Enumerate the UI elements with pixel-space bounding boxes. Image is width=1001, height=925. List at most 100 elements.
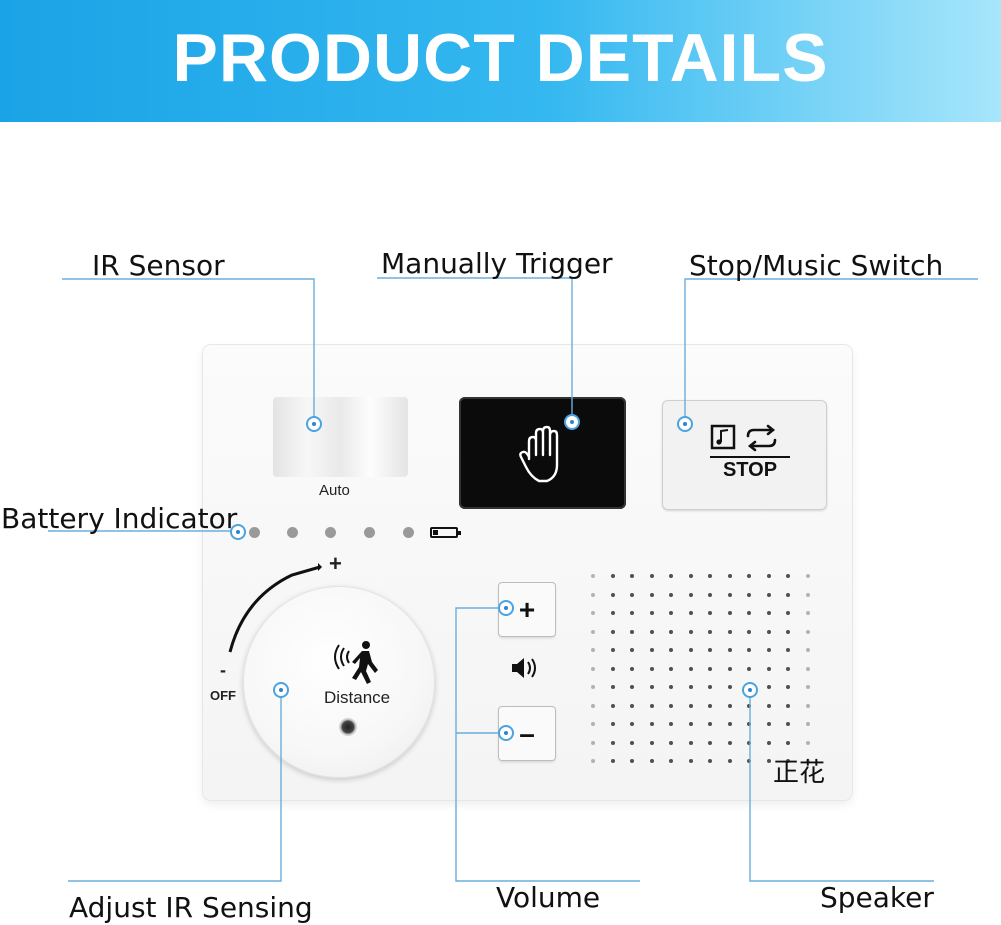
speaker-hole (708, 648, 712, 652)
speaker-hole (688, 611, 693, 615)
speaker-hole (630, 592, 634, 597)
speaker-hole (766, 611, 771, 615)
speaker-hole (591, 740, 595, 745)
speaker-hole (747, 574, 751, 578)
callout-battery-indicator: Battery Indicator (1, 502, 238, 535)
speaker-hole (708, 722, 712, 726)
volume-up-marker (500, 602, 512, 614)
speaker-hole (630, 574, 634, 578)
speaker-hole (727, 574, 732, 578)
speaker-hole (727, 592, 732, 597)
ir-sensor-marker (308, 418, 320, 430)
speaker-hole (630, 740, 634, 745)
speaker-hole (688, 648, 693, 652)
callout-adjust-ir-sensing: Adjust IR Sensing (69, 891, 313, 924)
manual-trigger-button[interactable] (459, 397, 626, 509)
speaker-hole (591, 629, 595, 634)
speaker-hole (591, 574, 595, 578)
speaker-hole (747, 740, 751, 745)
speaker-hole (708, 740, 712, 745)
speaker-hole (786, 574, 790, 578)
speaker-hole (708, 685, 712, 689)
speaker-hole (708, 666, 712, 671)
distance-label: Distance (324, 688, 391, 707)
callout-volume: Volume (496, 881, 601, 914)
speaker-hole (727, 759, 732, 763)
speaker-hole (649, 703, 654, 708)
speaker-hole (786, 629, 790, 634)
brand-mark: 正花 (773, 758, 826, 788)
speaker-hole (727, 685, 732, 689)
speaker-hole (786, 722, 790, 726)
ir-sensor-window (273, 397, 408, 477)
speaker-hole (669, 611, 673, 615)
battery-led (403, 527, 414, 538)
battery-led (287, 527, 298, 538)
speaker-hole (786, 611, 790, 615)
speaker-hole (669, 722, 673, 726)
speaker-hole (727, 629, 732, 634)
speaker-hole (708, 611, 712, 615)
speaker-hole (669, 648, 673, 652)
speaker-hole (610, 592, 615, 597)
speaker-hole (630, 759, 634, 763)
speaker-hole (649, 592, 654, 597)
speaker-hole (610, 629, 615, 634)
speaker-hole (610, 740, 615, 745)
speaker-hole (649, 759, 654, 763)
speaker-hole (727, 722, 732, 726)
speaker-hole (591, 685, 595, 689)
speaker-hole (591, 592, 595, 597)
manual-trigger-marker (566, 416, 578, 428)
speaker-hole (688, 759, 693, 763)
speaker-hole (649, 629, 654, 634)
speaker-hole (610, 703, 615, 708)
speaker-hole (630, 703, 634, 708)
battery-led (364, 527, 375, 538)
speaker-hole (786, 740, 790, 745)
callout-ir-sensor: IR Sensor (92, 249, 225, 282)
speaker-hole (766, 759, 771, 763)
speaker-hole (747, 722, 751, 726)
off-label: OFF (210, 688, 236, 703)
hand-icon (519, 425, 559, 483)
auto-label: Auto (319, 482, 350, 499)
stop-label: STOP (710, 456, 790, 482)
speaker-hole (766, 574, 771, 578)
speaker-hole (688, 685, 693, 689)
speaker-hole (591, 722, 595, 726)
stop-music-switch[interactable] (662, 400, 827, 510)
speaker-hole (747, 759, 751, 763)
speaker-hole (630, 666, 634, 671)
speaker-hole (708, 759, 712, 763)
speaker-hole (669, 592, 673, 597)
speaker-hole (688, 703, 693, 708)
speaker-hole (747, 648, 751, 652)
speaker-hole (766, 722, 771, 726)
speaker-hole (805, 685, 810, 689)
speaker-hole (766, 648, 771, 652)
speaker-hole (630, 611, 634, 615)
speaker-hole (591, 648, 595, 652)
speaker-hole (688, 666, 693, 671)
speaker-hole (669, 685, 673, 689)
battery-led (249, 527, 260, 538)
knob-minus-label: - (220, 660, 226, 680)
speaker-hole (630, 648, 634, 652)
speaker-hole (805, 648, 810, 652)
distance-knob[interactable] (243, 586, 435, 778)
speaker-hole (649, 722, 654, 726)
banner-title: PRODUCT DETAILS (172, 20, 829, 96)
battery-indicator-marker (232, 526, 244, 538)
speaker-hole (727, 611, 732, 615)
speaker-hole (610, 722, 615, 726)
speaker-hole (649, 611, 654, 615)
speaker-hole (688, 592, 693, 597)
speaker-hole (766, 685, 771, 689)
speaker-hole (669, 574, 673, 578)
speaker-hole (610, 611, 615, 615)
speaker-hole (688, 574, 693, 578)
speaker-hole (669, 740, 673, 745)
speaker-hole (708, 592, 712, 597)
speaker-hole (805, 611, 810, 615)
